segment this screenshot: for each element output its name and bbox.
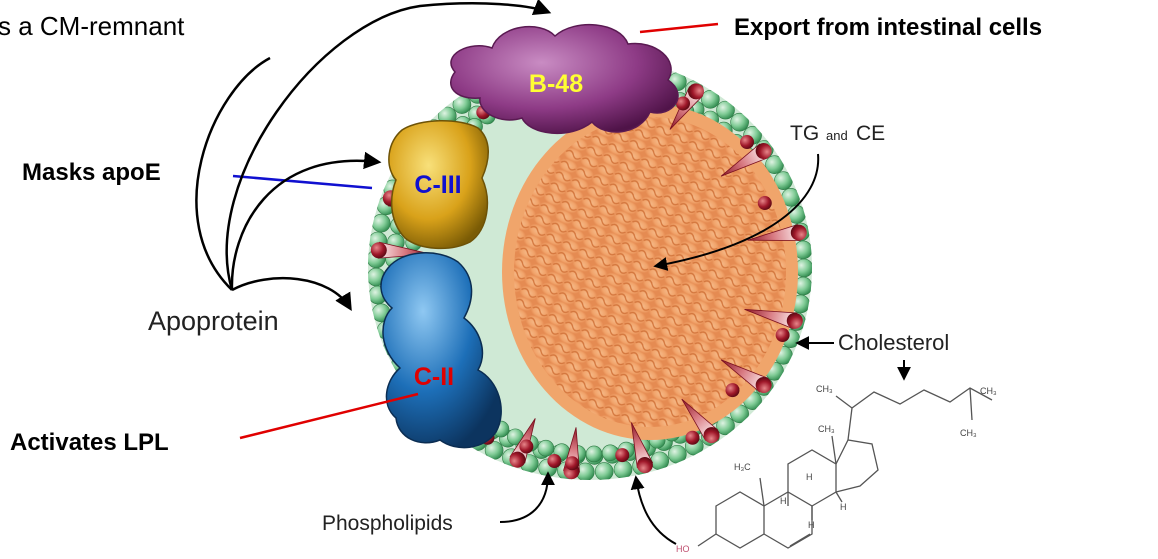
- phospholipids-arrow: [500, 474, 548, 522]
- tg-label: TG: [790, 122, 819, 145]
- phospholipid-bead: [731, 113, 749, 131]
- export-annotation: Export from intestinal cells: [734, 14, 1042, 41]
- svg-text:CH₃: CH₃: [818, 424, 835, 434]
- export-pointer-line: [640, 24, 718, 32]
- svg-text:CH₃: CH₃: [960, 428, 977, 438]
- svg-text:H₃C: H₃C: [734, 462, 751, 472]
- svg-text:H: H: [806, 472, 813, 482]
- cholesterol-dot: [547, 454, 561, 468]
- masks-pointer-line: [233, 176, 372, 188]
- cholesterol-label: Cholesterol: [838, 330, 949, 355]
- svg-text:H: H: [808, 520, 815, 530]
- phospholipid-bead: [614, 461, 632, 479]
- cholesterol-dot: [519, 440, 533, 454]
- cholesterol-dot: [615, 448, 629, 462]
- activates-pointer-line: [240, 394, 418, 438]
- cholesterol-dot: [758, 196, 772, 210]
- activates-lpl-annotation: Activates LPL: [10, 429, 169, 456]
- and-label: and: [826, 128, 848, 143]
- phospholipid-bead: [701, 90, 719, 108]
- cholesterol-dot: [776, 328, 790, 342]
- phospholipid-bead: [538, 440, 554, 456]
- phospholipids-label: Phospholipids: [322, 512, 453, 535]
- apoprotein-label: Apoprotein: [148, 306, 279, 336]
- phospholipid-bead: [651, 452, 669, 470]
- phospholipid-bead: [372, 214, 390, 232]
- structure-pointer-arrow: [636, 478, 676, 544]
- apoB48-label: B-48: [529, 70, 583, 98]
- svg-text:CH₃: CH₃: [980, 386, 997, 396]
- cholesterol-dot: [565, 456, 579, 470]
- phospholipid-bead: [668, 445, 686, 463]
- phospholipid-bead: [595, 463, 613, 481]
- svg-text:CH₃: CH₃: [816, 384, 833, 394]
- phospholipid-bead: [586, 446, 602, 462]
- cholesterol-dot: [740, 135, 754, 149]
- apoC3-label: C-III: [414, 171, 461, 199]
- svg-text:H: H: [780, 496, 787, 506]
- cholesterol-dot: [686, 431, 700, 445]
- svg-text:HO: HO: [676, 544, 690, 554]
- cholesterol-dot: [725, 383, 739, 397]
- cm-remnant-fragment: s a CM-remnant: [0, 11, 185, 41]
- phospholipid-bead: [717, 101, 735, 119]
- masks-apoE-annotation: Masks apoE: [22, 159, 161, 186]
- ce-label: CE: [856, 122, 885, 145]
- apoC2-label: C-II: [414, 363, 454, 391]
- svg-text:H: H: [840, 502, 847, 512]
